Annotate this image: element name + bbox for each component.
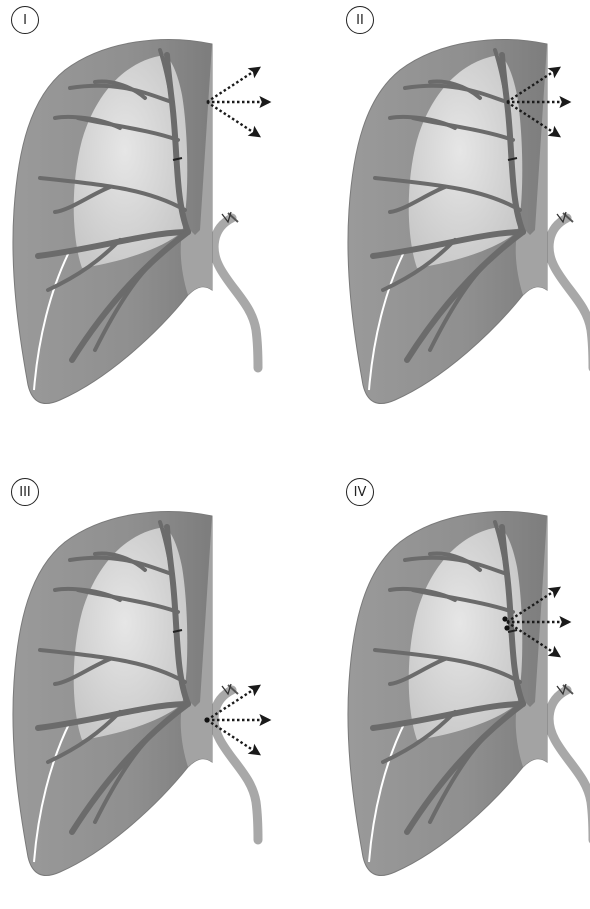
- panel-label: III: [11, 478, 39, 506]
- dotted-arrow: [207, 102, 259, 136]
- panel-2: II: [335, 0, 590, 437]
- kidney-diagram: [0, 472, 295, 909]
- panel-4: IV: [335, 472, 590, 909]
- panel-label: I: [11, 6, 39, 34]
- kidney-diagram: [335, 472, 590, 909]
- ureter: [549, 690, 590, 840]
- origin-point: [502, 616, 507, 621]
- ureter: [549, 218, 590, 368]
- kidney-diagram: [335, 0, 590, 437]
- ureter: [214, 690, 258, 840]
- panel-1: I: [0, 0, 295, 437]
- origin-point: [204, 717, 209, 722]
- figure-stage: I II III IV: [0, 0, 590, 875]
- kidney-diagram: [0, 0, 295, 437]
- dotted-arrow: [207, 68, 259, 102]
- panel-label: II: [346, 6, 374, 34]
- ureter: [214, 218, 258, 368]
- panel-3: III: [0, 472, 295, 909]
- origin-point: [504, 625, 509, 630]
- panel-label: IV: [346, 478, 374, 506]
